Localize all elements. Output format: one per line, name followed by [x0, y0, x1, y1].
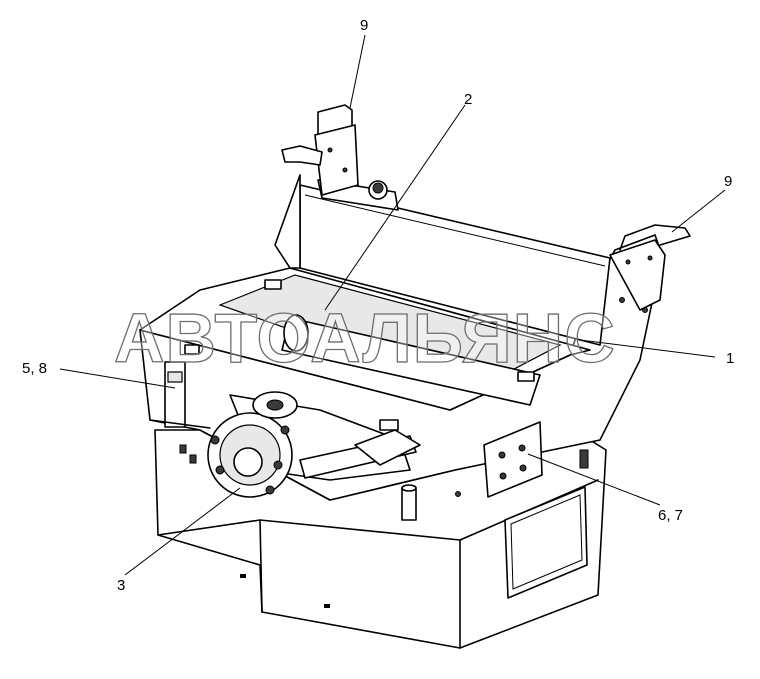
callout-9-top: 9 [360, 17, 368, 34]
axle-assembly [149, 361, 421, 521]
callouts: 9 2 9 1 5, 8 6, 7 3 [22, 17, 734, 594]
callout-9-right: 9 [724, 173, 732, 190]
handle-right [609, 224, 691, 311]
callout-2: 2 [464, 91, 472, 108]
callout-3: 3 [117, 577, 125, 594]
callout-6-7: 6, 7 [658, 507, 683, 524]
callout-1: 1 [726, 350, 734, 367]
leader-lines [59, 34, 726, 576]
watermark-text: АВТОАЛЬЯНС [114, 299, 616, 377]
callout-5-8: 5, 8 [22, 360, 47, 377]
handle-left [281, 104, 359, 196]
